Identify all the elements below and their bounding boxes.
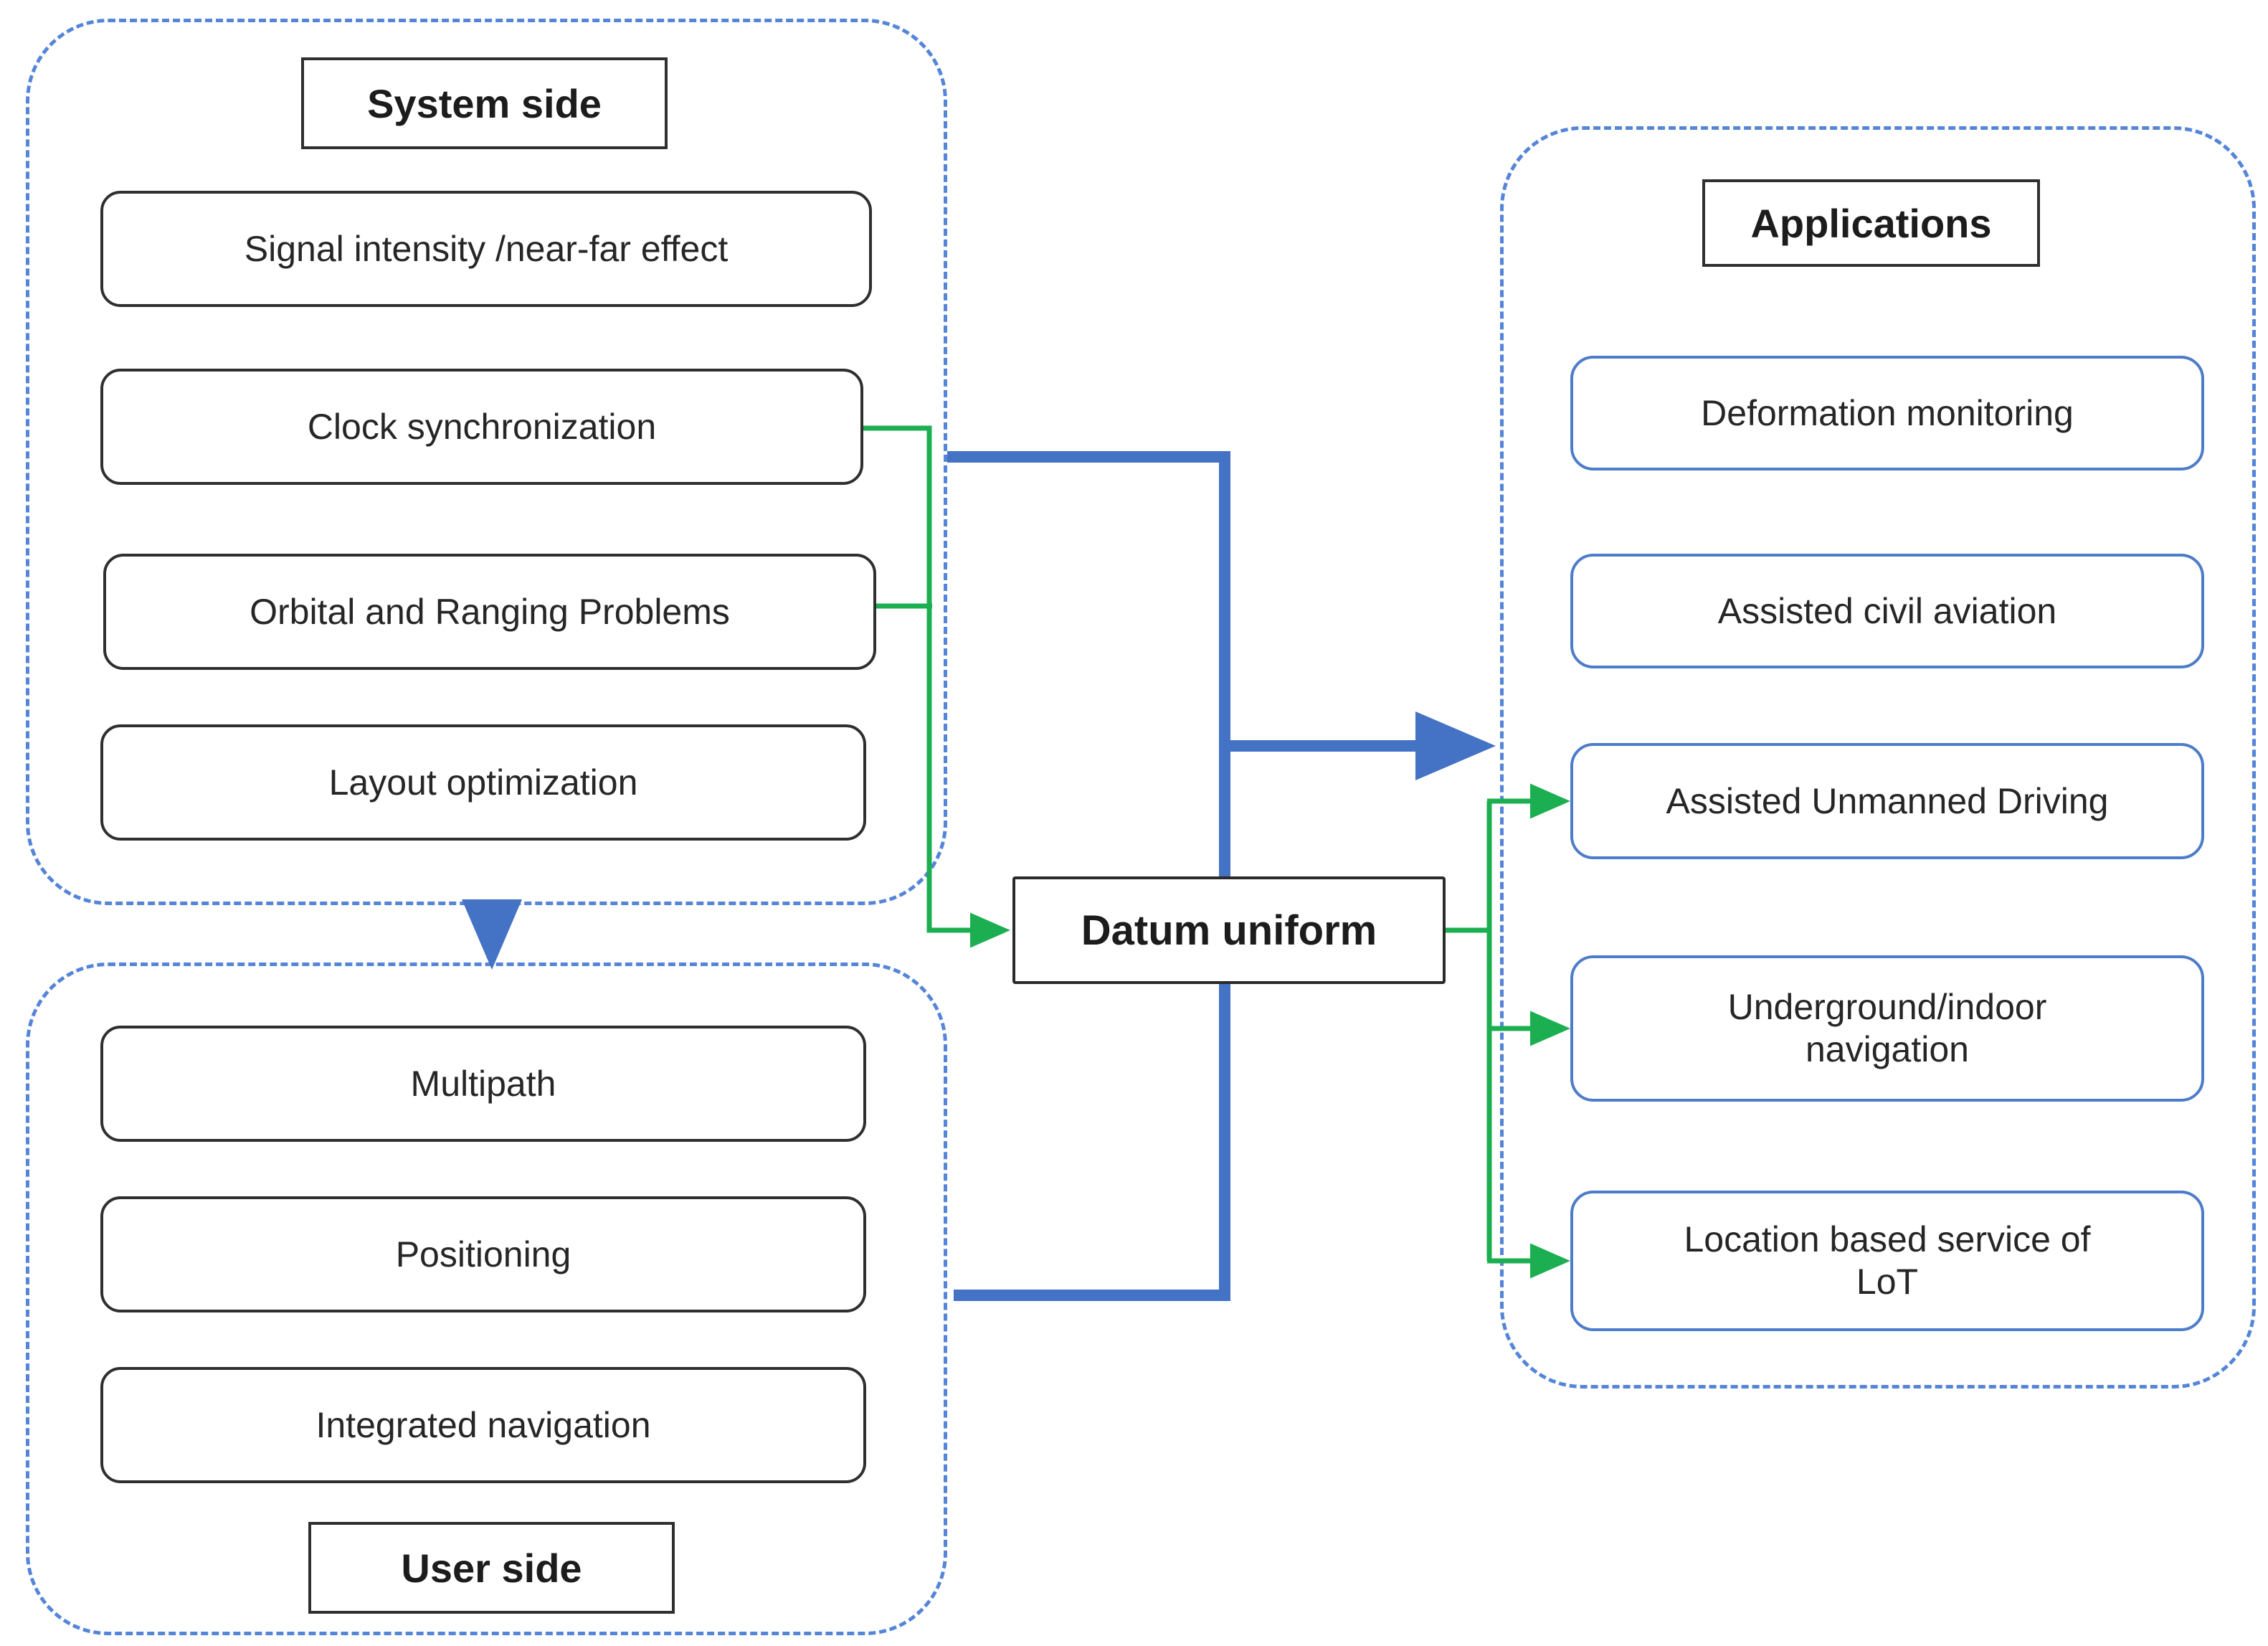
applications-title: Applications: [1702, 179, 2040, 267]
node-assisted-civil-aviation: Assisted civil aviation: [1570, 554, 2204, 668]
node-orbital-ranging-problems: Orbital and Ranging Problems: [103, 554, 876, 670]
node-underground-indoor-navigation: Underground/indoor navigation: [1570, 955, 2204, 1102]
green-clock-to-datum-connector: [863, 425, 948, 933]
applications-group: [1500, 126, 2256, 1389]
node-multipath: Multipath: [100, 1026, 866, 1142]
node-assisted-unmanned-driving: Assisted Unmanned Driving: [1570, 743, 2204, 859]
node-integrated-navigation: Integrated navigation: [100, 1367, 866, 1483]
node-signal-intensity: Signal intensity /near-far effect: [100, 191, 872, 307]
system-side-title: System side: [301, 57, 668, 149]
node-location-based-service-lot: Location based service of LoT: [1570, 1191, 2204, 1331]
node-positioning: Positioning: [100, 1196, 866, 1312]
node-deformation-monitoring: Deformation monitoring: [1570, 356, 2204, 470]
node-clock-synchronization: Clock synchronization: [100, 369, 863, 485]
user-side-title: User side: [308, 1522, 675, 1614]
node-layout-optimization: Layout optimization: [100, 724, 866, 841]
blue-main-connector: [947, 451, 1230, 1301]
node-datum-uniform: Datum uniform: [1012, 876, 1446, 984]
